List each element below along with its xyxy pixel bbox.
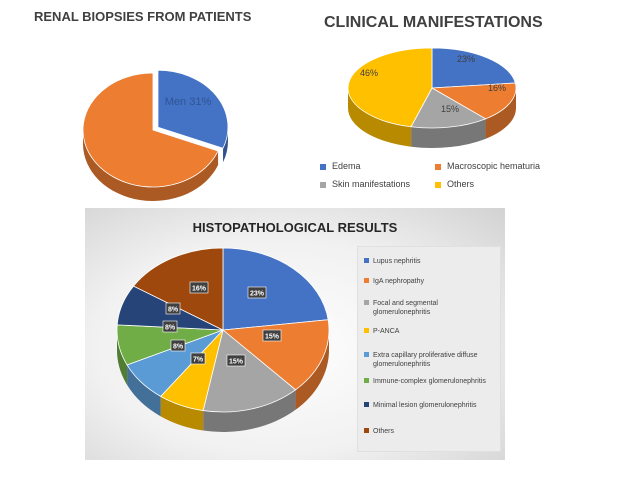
legend-swatch (364, 258, 369, 263)
pie-slice-side (485, 88, 516, 139)
histopathology-chart-panel: HISTOPATHOLOGICAL RESULTS 23% 15% 15% 7% 8% 8… (85, 208, 505, 460)
pie-slice-side (223, 127, 228, 163)
legend-label: Others (373, 428, 395, 435)
slice-label-box (165, 302, 181, 315)
chart-title-clinical-manifestations: CLINICAL MANIFESTATIONS (324, 14, 543, 31)
slice-label-box (262, 329, 282, 342)
slice-label: 15% (229, 359, 244, 366)
pie-slice (222, 319, 330, 391)
pie-slice-side (295, 330, 329, 410)
slice-label: 16% (192, 286, 207, 293)
slice-label: 8% (168, 307, 179, 314)
legend-label: Skin manifestations (332, 179, 411, 189)
slice-label: 23% (457, 54, 475, 64)
slice-label-box (189, 281, 209, 294)
pie-slice-side (117, 330, 128, 385)
legend-swatch (364, 428, 369, 433)
slice-label-box (170, 339, 186, 352)
legend-item: Macroscopic hematuria (435, 161, 540, 171)
pie-slice (410, 87, 487, 129)
legend-label: Extra capillary proliferative diffuse gl… (373, 352, 478, 368)
slice-label: 15% (441, 104, 459, 114)
legend-label: Edema (332, 161, 361, 171)
legend-swatch (364, 278, 369, 283)
legend-item: Edema (320, 161, 361, 171)
legend-label: Focal and segmental glomerulonephritis (373, 300, 438, 316)
pie-slice-side (127, 364, 161, 417)
pie-slice-side (82, 130, 219, 201)
slice-label-box (247, 286, 267, 299)
legend-swatch (435, 163, 441, 170)
slice-label: 8% (165, 325, 176, 332)
slice-label: 8% (173, 344, 184, 351)
pie-slice (430, 82, 517, 120)
pie-slice (132, 247, 224, 331)
pie-slice (222, 247, 329, 331)
pie-slice (347, 47, 433, 128)
legend-swatch (435, 181, 441, 188)
legend-label: Others (447, 179, 475, 189)
slice-label: 23% (250, 291, 265, 298)
pie-slice-side (203, 389, 296, 432)
legend-label: P-ANCA (373, 328, 400, 335)
histopathology-slices (116, 247, 330, 432)
pie-slice (202, 329, 297, 413)
pie-slice-side (160, 396, 204, 431)
clinical-manifestations-slices (347, 47, 517, 148)
legend-label: Minimal lesion glomerulonephritis (373, 402, 477, 409)
pie-slice (431, 47, 516, 89)
slice-label: 16% (488, 83, 506, 93)
chart-title-histopathological: HISTOPATHOLOGICAL RESULTS (192, 220, 398, 235)
slice-label: Men 31% (165, 96, 212, 108)
slice-label-box (162, 320, 178, 333)
pie-slice-side (347, 88, 412, 147)
legend-label: IgA nephropathy (373, 278, 424, 285)
legend-item: Skin manifestations (320, 179, 410, 189)
legend-label: Immune-complex glomerulonephritis (373, 378, 486, 385)
legend-swatch (320, 163, 326, 170)
legend-swatch (364, 328, 369, 333)
legend-swatch (364, 402, 369, 407)
chart-title-renal-biopsies: RENAL BIOPSIES FROM PATIENTS (34, 9, 252, 24)
legend-label: Lupus nephritis (373, 258, 421, 265)
slice-label-box (190, 352, 206, 365)
legend-item: Others (435, 179, 474, 189)
slice-label: 15% (265, 334, 280, 341)
pie-slice-side (411, 118, 486, 148)
legend-swatch (364, 352, 369, 357)
histopathology-pie: 23% 15% 15% 7% 8% 8% 8% 16% (116, 247, 330, 432)
legend-swatch (364, 300, 369, 305)
slice-label: 46% (360, 68, 378, 78)
slice-label-box (226, 354, 246, 367)
slice-label-box (162, 92, 214, 110)
legend-swatch (364, 378, 369, 383)
legend-swatch (320, 181, 326, 188)
legend-label: Macroscopic hematuria (447, 161, 541, 171)
slice-label: 7% (193, 357, 204, 364)
slice-label-box (94, 123, 142, 154)
pie-slice (82, 72, 219, 188)
